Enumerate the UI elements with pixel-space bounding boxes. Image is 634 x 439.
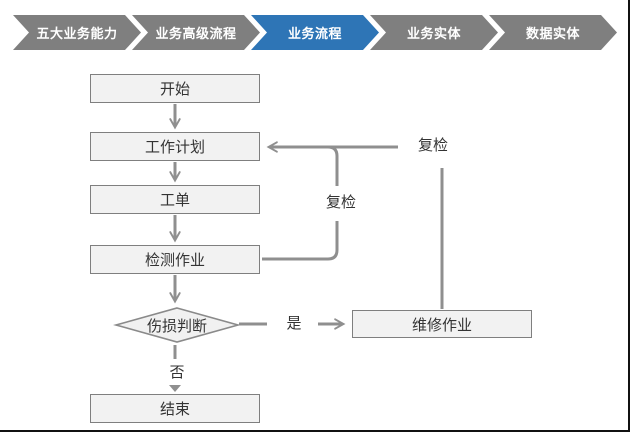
flow-node-label: 结束 [159,401,190,418]
flow-node-label: 工单 [159,192,190,209]
flow-node-label: 开始 [159,81,190,98]
edge-label-yes: 是 [281,314,307,334]
slide-border-bottom [0,430,630,432]
flow-node-work-plan: 工作计划 [90,132,260,161]
edge-label-no: 否 [164,363,190,383]
flow-node-inspection-task: 检测作业 [90,245,260,274]
flow-node-start: 开始 [90,74,260,103]
flow-node-label: 伤损判断 [146,317,207,335]
flow-node-repair-task: 维修作业 [352,310,532,338]
flow-node-label: 检测作业 [144,252,205,269]
flow-node-label: 维修作业 [411,316,472,334]
edge-label-recheck-inner: 复检 [320,193,362,213]
slide-border-right [628,0,630,432]
flow-node-end: 结束 [90,394,260,423]
flow-node-work-order: 工单 [90,185,260,214]
flow-node-damage-judgment: 伤损判断 [116,307,238,343]
flow-node-label: 工作计划 [144,139,205,156]
edge-label-recheck-outer: 复检 [411,136,455,156]
